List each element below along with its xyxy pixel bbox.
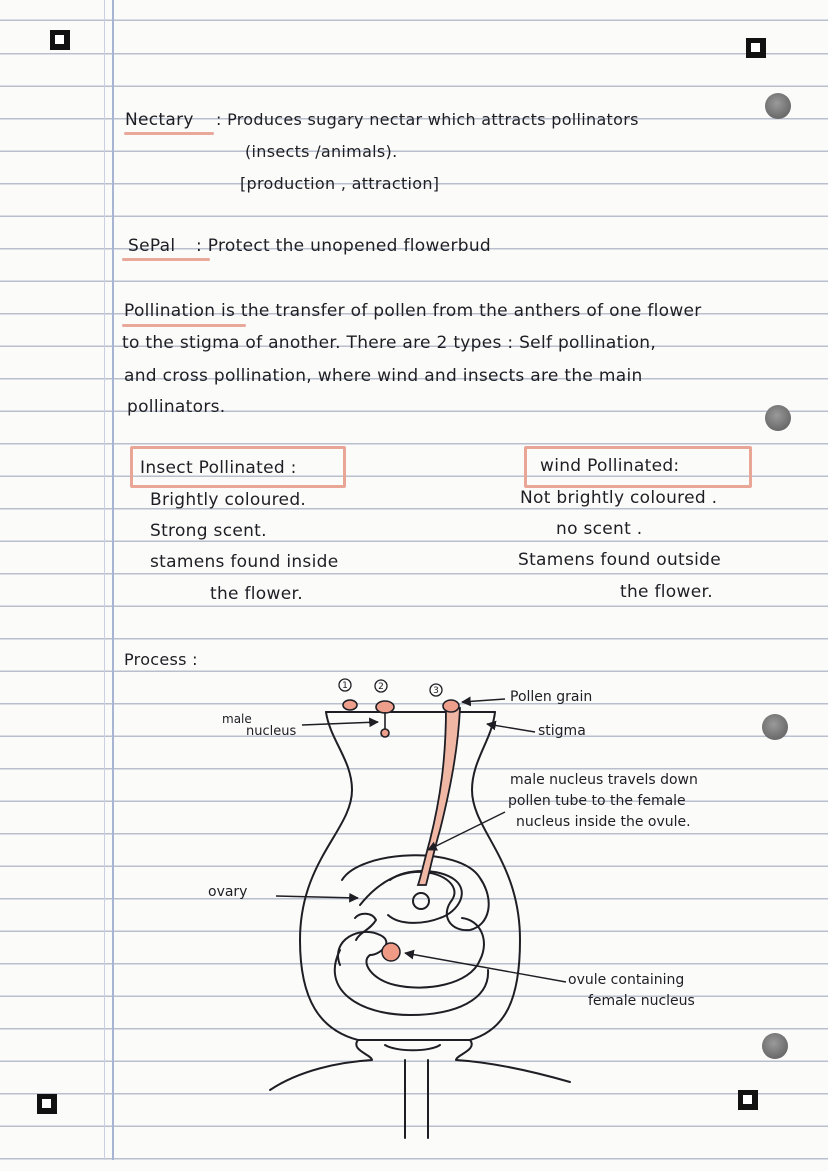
ovule-inner: [412, 892, 430, 910]
label-ovule-2: female nucleus: [588, 993, 695, 1009]
label-male-nucleus-b: nucleus: [246, 724, 297, 739]
label-ovule-1: ovule containing: [568, 972, 685, 988]
corner-marker-top-left: [50, 30, 70, 50]
nectary-definition-line1: : Produces sugary nectar which attracts …: [216, 110, 639, 129]
pollen-tube: [416, 707, 461, 886]
pollination-highlight: [122, 324, 246, 327]
punch-hole-4: [762, 1033, 788, 1059]
wind-item-4: the flower.: [620, 582, 713, 602]
insect-heading: Insect Pollinated :: [140, 458, 297, 478]
pollen-grain-3: [442, 699, 460, 713]
wind-heading: wind Pollinated:: [540, 456, 680, 476]
pollination-line1-text: is the transfer of pollen from the anthe…: [215, 301, 702, 321]
pollination-line1: Pollination is the transfer of pollen fr…: [124, 301, 702, 321]
wind-item-3: Stamens found outside: [518, 550, 722, 570]
wind-item-1: Not brightly coloured .: [520, 488, 718, 508]
sepal-term: SePal: [128, 236, 176, 256]
label-ovary: ovary: [208, 884, 248, 900]
step-number-1: 1: [342, 681, 348, 691]
label-travel-2: pollen tube to the female: [508, 793, 686, 809]
insect-item-4: the flower.: [210, 584, 303, 604]
step-number-3: 3: [433, 686, 439, 696]
pollination-line4: pollinators.: [127, 397, 226, 417]
ovary-chamber-mid: [337, 917, 485, 989]
margin-line: [112, 0, 114, 1160]
wind-item-2: no scent .: [556, 519, 643, 539]
corner-marker-bottom-left: [37, 1094, 57, 1114]
nectary-definition-line2: (insects /animals).: [245, 142, 398, 161]
punch-hole-3: [762, 714, 788, 740]
pollen-grain-2: [375, 700, 395, 714]
punch-hole-2: [765, 405, 791, 431]
pollination-line2: to the stigma of another. There are 2 ty…: [122, 333, 657, 353]
sepal-definition: : Protect the unopened flowerbud: [196, 236, 491, 256]
label-pollen-grain: Pollen grain: [510, 689, 593, 705]
nectary-definition-line3: [production , attraction]: [240, 174, 440, 193]
wind-heading-box: [524, 446, 752, 488]
receptacle: [269, 1039, 373, 1091]
insect-item-2: Strong scent.: [150, 521, 267, 541]
corner-marker-bottom-right: [738, 1090, 758, 1110]
pollen-grain-1: [342, 699, 358, 711]
label-stigma: stigma: [538, 723, 586, 739]
label-travel-1: male nucleus travels down: [510, 772, 698, 788]
nectary-highlight: [124, 132, 214, 135]
nectary-term: Nectary: [125, 110, 194, 130]
process-heading: Process :: [124, 650, 198, 669]
pollination-line3: and cross pollination, where wind and in…: [124, 366, 643, 386]
pollination-term: Pollination: [124, 301, 216, 321]
step-number-2: 2: [378, 682, 384, 692]
carpel-outline: [299, 711, 521, 1041]
label-travel-3: nucleus inside the ovule.: [516, 814, 691, 830]
insect-item-1: Brightly coloured.: [150, 490, 307, 510]
flower-stalk: [404, 1059, 429, 1139]
punch-hole-1: [765, 93, 791, 119]
female-nucleus: [381, 942, 401, 962]
margin-line-faint: [104, 0, 105, 1160]
label-male-nucleus-a: male: [222, 712, 252, 726]
sepal-highlight: [122, 258, 210, 261]
corner-marker-top-right: [746, 38, 766, 58]
insect-heading-box: [130, 446, 346, 488]
insect-item-3: stamens found inside: [150, 552, 339, 572]
